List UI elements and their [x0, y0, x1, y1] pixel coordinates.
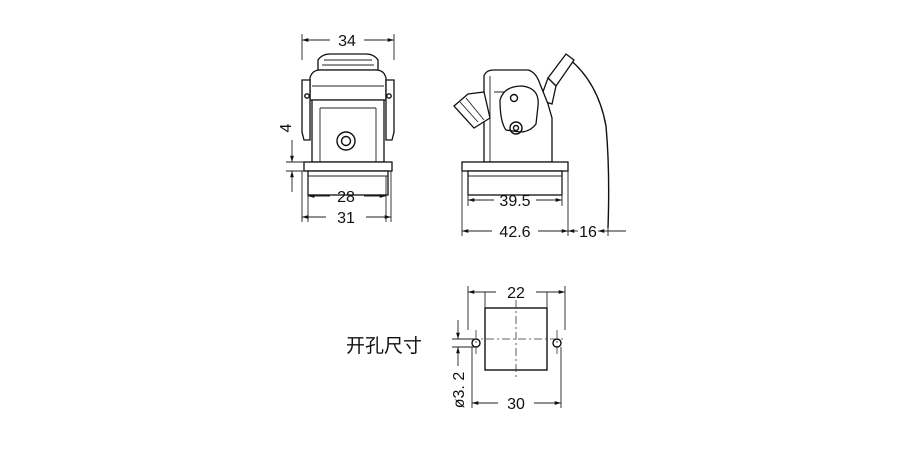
side-dim-lever: 16 [579, 224, 597, 241]
cutout-dim-bottom: 30 [507, 396, 525, 413]
side-dim-outer: 42.6 [499, 224, 530, 241]
front-dim-outer: 31 [337, 210, 355, 227]
cutout-dim-hole: ø3. 2 [451, 372, 468, 409]
cutout-label: 开孔尺寸 [346, 335, 422, 357]
side-dim-inner: 39.5 [499, 193, 530, 210]
front-dim-top: 34 [338, 33, 356, 50]
side-view: 39.5 42.6 16 [453, 53, 626, 241]
cutout-view: 开孔尺寸 22 ø3. 2 30 [346, 285, 566, 413]
front-view: 34 4 28 31 [278, 33, 395, 227]
cutout-dim-top: 22 [507, 285, 525, 302]
front-dim-inner: 28 [337, 189, 355, 206]
front-dim-side: 4 [278, 123, 295, 132]
